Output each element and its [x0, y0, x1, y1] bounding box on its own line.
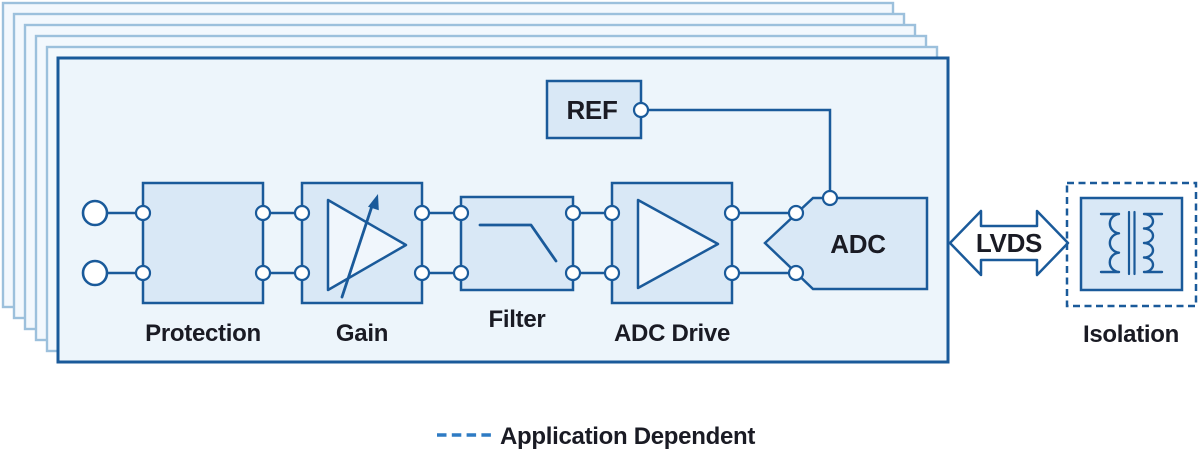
amplifier-icon — [636, 198, 720, 290]
gain-label: Gain — [336, 320, 388, 347]
variable-gain-arrow-icon — [340, 194, 379, 299]
lvds-bus: LVDS — [948, 209, 1070, 277]
filter-block: Filter — [452, 195, 582, 333]
isolation-block: Isolation — [1065, 181, 1198, 348]
lowpass-response-icon — [478, 223, 558, 263]
analog-inputs — [81, 199, 109, 287]
transformer-icon — [1099, 210, 1164, 276]
ref-label: REF — [566, 95, 617, 125]
input-terminal-top — [81, 199, 109, 227]
protection-block: Protection — [134, 181, 272, 347]
lvds-label: LVDS — [976, 228, 1042, 258]
legend-label: Application Dependent — [500, 423, 755, 450]
ref-to-adc-wire — [641, 108, 832, 198]
gain-block: Gain — [293, 181, 431, 347]
ref-block: REF — [545, 79, 650, 140]
adc-drive-block: ADC Drive — [603, 181, 741, 347]
adc-drive-label: ADC Drive — [614, 320, 730, 347]
adc-shape — [763, 196, 929, 291]
isolation-label: Isolation — [1083, 321, 1179, 348]
adc-label: ADC — [830, 229, 886, 259]
protection-label: Protection — [145, 320, 261, 347]
input-terminal-bottom — [81, 259, 109, 287]
adc-block: ADC — [763, 189, 929, 291]
application-dependent-outline — [1065, 181, 1198, 308]
legend: Application Dependent — [437, 423, 756, 450]
filter-label: Filter — [489, 306, 546, 333]
